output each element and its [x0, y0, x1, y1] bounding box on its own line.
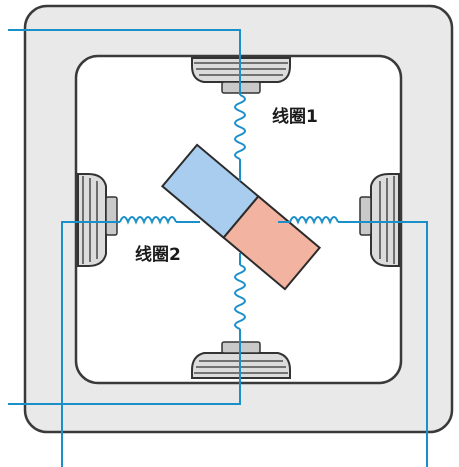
left-stator-pole [77, 173, 118, 267]
coil1-wiring [8, 29, 246, 405]
coil2-wire-left [61, 221, 120, 467]
right-stator-pole [359, 173, 400, 267]
coil2-label: 线圈2 [135, 244, 181, 265]
coil1-label: 线圈1 [272, 106, 318, 127]
coil1-wire-bottom [8, 329, 241, 405]
coil1-wire-top [8, 29, 241, 95]
coil2-winding-right [289, 216, 339, 225]
coil1-winding-top [234, 94, 246, 160]
coil2-wire-right [338, 221, 428, 467]
coil1-winding-bottom [234, 264, 246, 330]
coil2-wiring [61, 216, 428, 467]
coil2-winding-left [119, 216, 177, 225]
